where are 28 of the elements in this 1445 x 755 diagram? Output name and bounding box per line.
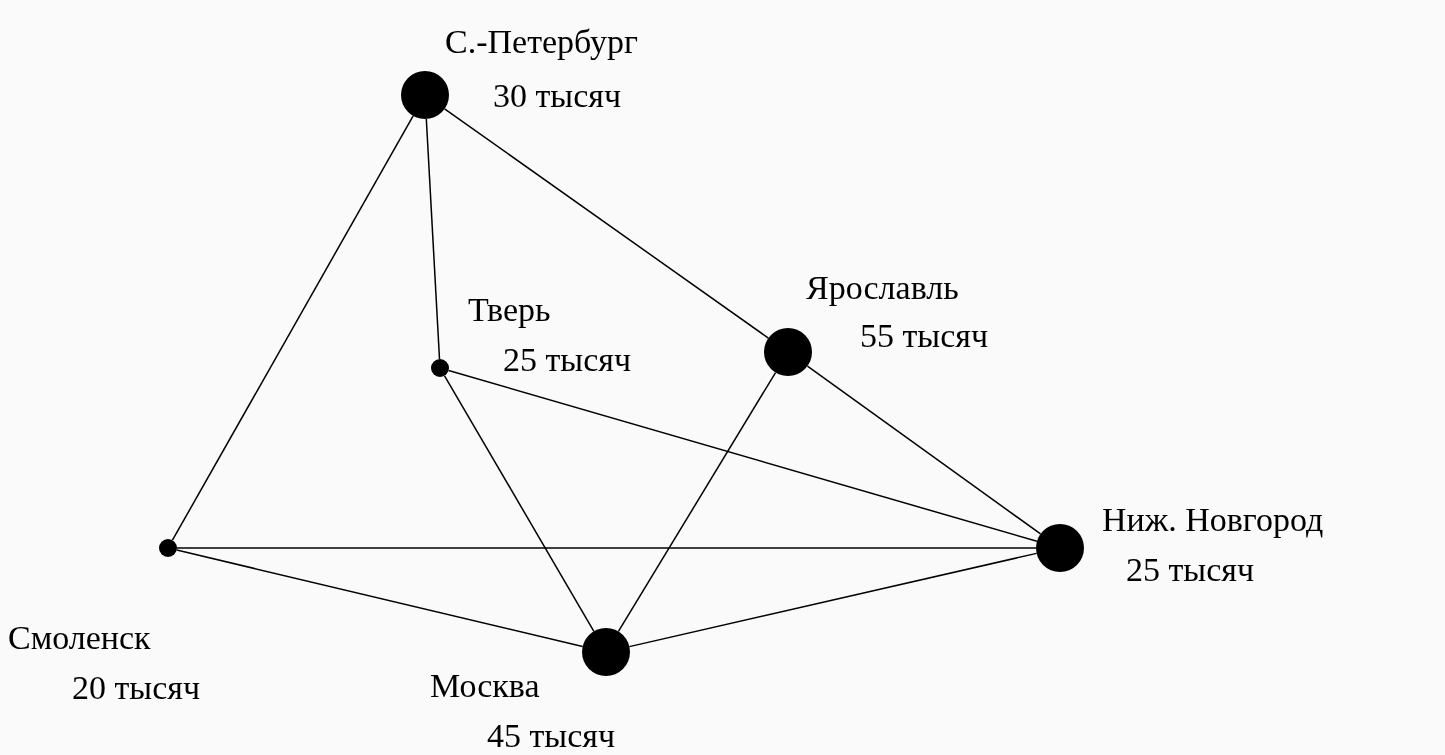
city-name-label: Ярославль bbox=[806, 268, 959, 308]
connector-line bbox=[425, 118, 441, 360]
city-dot bbox=[582, 628, 630, 676]
connector-line bbox=[617, 371, 777, 633]
city-dot bbox=[1036, 524, 1084, 572]
city-dot bbox=[401, 71, 449, 119]
connector-line bbox=[443, 108, 770, 339]
population-label: 25 тысяч bbox=[1126, 550, 1255, 590]
connector-line bbox=[447, 369, 1038, 543]
population-label: 20 тысяч bbox=[72, 668, 201, 708]
connector-line bbox=[806, 365, 1042, 535]
population-label: 25 тысяч bbox=[503, 340, 632, 380]
connector-line bbox=[443, 375, 595, 633]
city-dot bbox=[764, 328, 812, 376]
city-name-label: Москва bbox=[430, 666, 540, 706]
city-name-label: С.-Петербург bbox=[445, 22, 639, 62]
connector-line bbox=[176, 549, 584, 648]
city-name-label: Смоленск bbox=[8, 618, 151, 658]
population-label: 45 тысяч bbox=[487, 716, 616, 755]
connector-line bbox=[628, 552, 1038, 648]
city-name-label: Ниж. Новгород bbox=[1102, 500, 1324, 540]
connector-line bbox=[171, 115, 414, 541]
connector-line bbox=[176, 547, 1037, 549]
population-label: 55 тысяч bbox=[860, 316, 989, 356]
city-name-label: Тверь bbox=[468, 290, 551, 330]
city-dot bbox=[431, 359, 449, 377]
population-label: 30 тысяч bbox=[493, 76, 622, 116]
city-dot bbox=[159, 539, 177, 557]
